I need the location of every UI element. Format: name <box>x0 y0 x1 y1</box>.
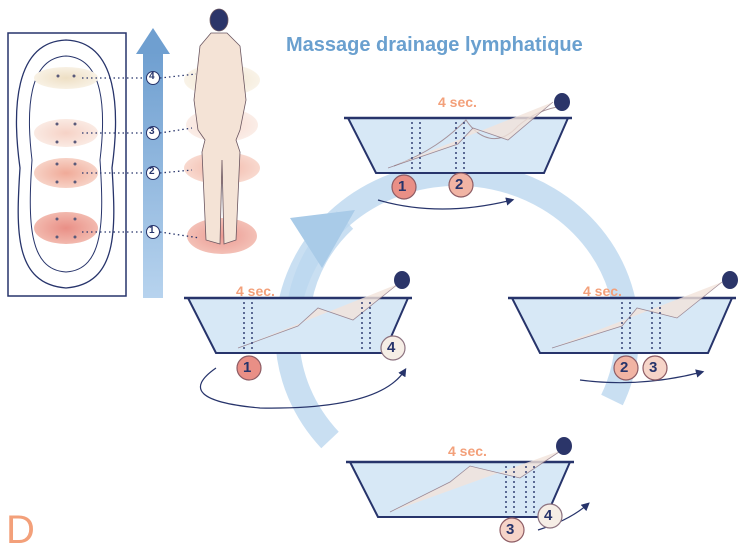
badge-top-2: 2 <box>455 176 463 193</box>
badge-bottom-3: 3 <box>506 521 514 538</box>
zone-index-3: 3 <box>149 126 155 137</box>
zone-index-2: 2 <box>149 166 155 177</box>
badge-right-3: 3 <box>649 359 657 376</box>
duration-label-right: 4 sec. <box>583 283 622 299</box>
zone-3-ellipse <box>34 119 98 147</box>
zone-index-1: 1 <box>149 225 155 236</box>
badge-bottom-4: 4 <box>544 507 552 524</box>
zone-2-ellipse <box>34 158 98 188</box>
zone-index-4: 4 <box>149 71 155 82</box>
badge-left-4: 4 <box>387 339 395 356</box>
duration-label-top: 4 sec. <box>438 94 477 110</box>
upward-arrow <box>136 28 170 298</box>
zone-4-ellipse <box>34 67 98 89</box>
zone-1-ellipse <box>34 212 98 244</box>
badge-right-2: 2 <box>620 359 628 376</box>
bath-top-view <box>8 33 126 296</box>
badge-left-1: 1 <box>243 359 251 376</box>
duration-label-left: 4 sec. <box>236 283 275 299</box>
duration-label-bottom: 4 sec. <box>448 443 487 459</box>
diagram-title: Massage drainage lymphatique <box>286 34 583 57</box>
badge-top-1: 1 <box>398 178 406 195</box>
standing-figure <box>184 9 260 254</box>
cropped-heading-letter: D <box>6 510 35 550</box>
